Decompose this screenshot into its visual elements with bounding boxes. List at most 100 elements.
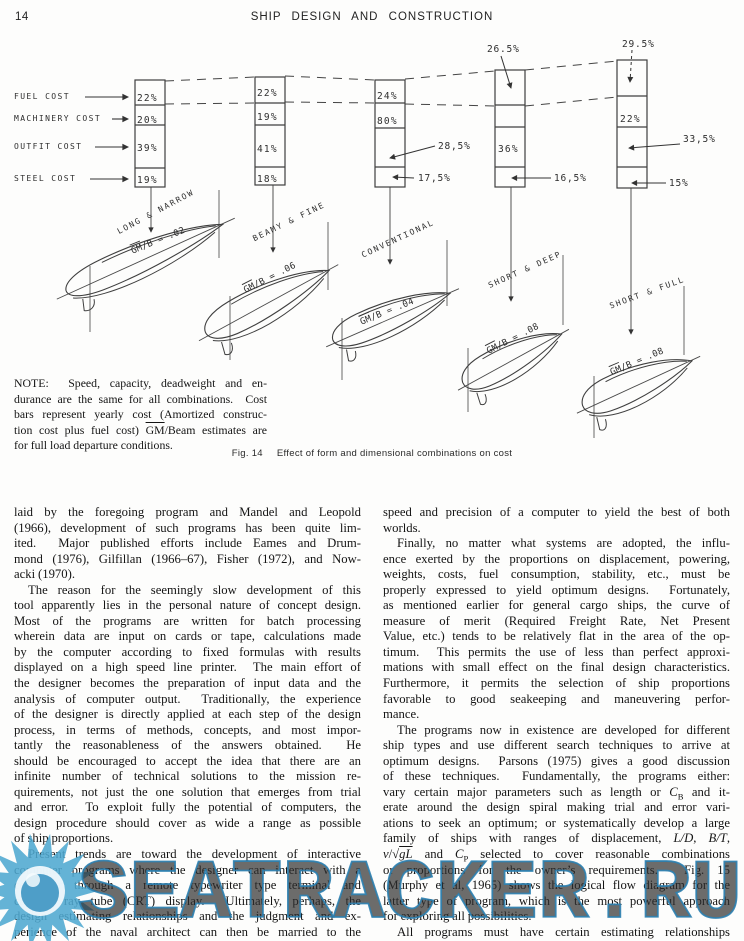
text-line: computer programs where the designer can… [14, 862, 361, 877]
outfit-cost-label: OUTFIT COST [14, 142, 82, 151]
pct-b2-steel: 18% [257, 174, 278, 185]
text-line: infinite number of technical solutions t… [14, 769, 361, 784]
text-line: tion cost plus fuel cost) GM/Beam estima… [14, 422, 267, 437]
text-line: mations with small effect on the final d… [383, 660, 730, 675]
text-line: vary certain major parameters such as le… [383, 784, 730, 802]
ann-sd-fuel: 26.5% [487, 44, 520, 55]
ann-sd-steel: 16,5% [554, 173, 587, 184]
bar-short-full [616, 59, 648, 189]
label-beamy-fine: BEAMY & FINE [251, 200, 326, 243]
gmb-labels: GM/B = .02 GM/B = .06 GM/B = .04 GM/B = … [129, 226, 665, 378]
ann-conv-steel: 17,5% [418, 173, 451, 184]
text-line: Value, etc.) tends to be relatively flat… [383, 629, 730, 644]
text-line: design estimating relationships and the … [14, 909, 361, 924]
text-line: timum. This permits the use of less than… [383, 644, 730, 659]
label-short-full: SHORT & FULL [608, 275, 686, 311]
bar-percentages: 22% 20% 39% 19% 22% 19% 41% 18% 24% 80% … [137, 88, 641, 186]
text-line: ence exerted by the proportions on displ… [383, 551, 730, 566]
text-line: erate around the design spiral making tr… [383, 800, 730, 815]
label-short-deep: SHORT & DEEP [487, 249, 563, 290]
text-line: by the computer according to fixed formu… [14, 644, 361, 659]
gmb-short-deep: GM/B = .08 [485, 322, 540, 357]
text-line: ations to seek an optimum; or systematic… [383, 815, 730, 830]
label-conventional: CONVENTIONAL [360, 218, 436, 260]
text-line: The reason for the seemingly slow develo… [28, 582, 361, 597]
text-line: NOTE: Speed, capacity, deadweight and en… [14, 376, 267, 390]
running-head: SHIP DESIGN AND CONSTRUCTION [250, 11, 494, 23]
text-line: computer through a remote typewriter typ… [14, 878, 361, 893]
text-line: quirements, not just the one solution th… [14, 784, 361, 799]
text-line: design procedure should cover as wide a … [14, 815, 361, 830]
text-line: properly expressed to yield optimum desi… [383, 582, 730, 597]
pct-b1-fuel: 22% [137, 93, 158, 104]
text-line: The programs now in existence are develo… [397, 722, 730, 737]
text-line: optimum designs. Parsons (1975) gives a … [383, 753, 730, 768]
text-line: bars represent yearly cost (Amortized co… [14, 407, 267, 422]
figure-14: FUEL COST MACHINERY COST OUTFIT COST STE… [14, 39, 716, 438]
text-line: for exploring all possibilities. [383, 909, 532, 924]
pct-b5-machinery: 22% [620, 114, 641, 125]
pct-b2-fuel: 22% [257, 88, 278, 99]
text-line: of these techniques. Fundamentally, the … [383, 769, 730, 784]
cost-legend: FUEL COST MACHINERY COST OUTFIT COST STE… [14, 92, 129, 183]
text-line: (1966), development of such programs has… [14, 520, 361, 535]
text-line: tool apparently lies in the personal nat… [14, 598, 361, 613]
bar-beamy-fine [254, 76, 286, 186]
right-column: speed and precision of a computer to yie… [383, 505, 730, 940]
ann-sf-steel: 15% [669, 178, 689, 189]
left-column: laid by the foregoing program and Mandel… [14, 505, 361, 940]
pct-b2-machinery: 19% [257, 112, 278, 123]
text-line: ship types and use different search tech… [383, 738, 730, 753]
text-line: favorable to good seakeeping and maneuve… [383, 691, 730, 706]
drop-lines [148, 185, 634, 335]
caption-fig-number: Fig. 14 [231, 448, 263, 459]
text-line: Finally, no matter what systems are adop… [397, 536, 730, 551]
pct-b2-outfit: 41% [257, 144, 278, 155]
text-line: measure of merit (Required Freight Rate,… [383, 613, 730, 628]
text-line: Most of the programs are written for bat… [14, 613, 361, 628]
ann-sf-outfit: 33,5% [683, 134, 716, 145]
hull-short-deep [448, 312, 582, 413]
text-line: latter type of program, which is the mos… [383, 893, 730, 908]
bar-conventional [374, 79, 406, 188]
text-line: tantly the reasonableness of the answers… [14, 738, 361, 753]
text-line: of ship proportions. [14, 831, 114, 846]
text-line: (Murphy et al, 1965) shows the logical f… [383, 878, 730, 893]
pct-b3-fuel: 24% [377, 91, 398, 102]
caption-text: Effect of form and dimensional combinati… [276, 448, 513, 459]
text-line: ited. Major published efforts include Ea… [14, 536, 361, 551]
text-line: and error. To exploit fully the potentia… [14, 800, 361, 815]
hull-short-full [567, 338, 712, 438]
figure-caption: Fig. 14 Effect of form and dimensional co… [0, 448, 744, 459]
cost-bars [134, 59, 648, 189]
text-line: of the designer is directly applied at e… [14, 707, 361, 722]
text-line: weights, costs, fuel consumption, stabil… [383, 567, 730, 582]
text-line: mance. [383, 707, 420, 722]
pct-b4-outfit: 36% [498, 144, 519, 155]
bar-long-narrow [134, 79, 166, 188]
fuel-cost-label: FUEL COST [14, 92, 70, 101]
ann-sf-fuel: 29.5% [622, 39, 655, 50]
text-line: analysis of computer output. Traditional… [14, 691, 361, 706]
hull-conventional [318, 272, 470, 369]
text-line: acki (1970). [14, 567, 76, 582]
pct-b3-machinery: 80% [377, 116, 398, 127]
ann-conv-outfit: 28,5% [438, 141, 471, 152]
text-line: durance are the same for all combination… [14, 391, 267, 406]
text-line: for full load departure conditions. [14, 438, 173, 453]
pct-b1-steel: 19% [137, 175, 158, 186]
text-line: laid by the foregoing program and Mandel… [14, 505, 361, 519]
bar-short-deep [494, 69, 526, 188]
text-line: displayed on a high speed line printer. … [14, 660, 361, 675]
figure-note: NOTE: Speed, capacity, deadweight and en… [14, 377, 267, 455]
text-line: speed and precision of a computer to yie… [383, 505, 730, 519]
steel-cost-label: STEEL COST [14, 174, 76, 183]
text-line: worlds. [383, 520, 421, 535]
bar-annotations: 28,5% 17,5% 26.5% 16,5% 29.5% 33,5% 15% [389, 39, 716, 189]
text-line: should be encouraged to accept the idea … [14, 753, 361, 768]
reference-lines [89, 190, 685, 438]
text-line: mond (1976), Gilfillan (1966–67), Fisher… [14, 551, 361, 566]
pct-b1-machinery: 20% [137, 115, 158, 126]
text-line: perience of the naval architect can then… [14, 924, 361, 939]
